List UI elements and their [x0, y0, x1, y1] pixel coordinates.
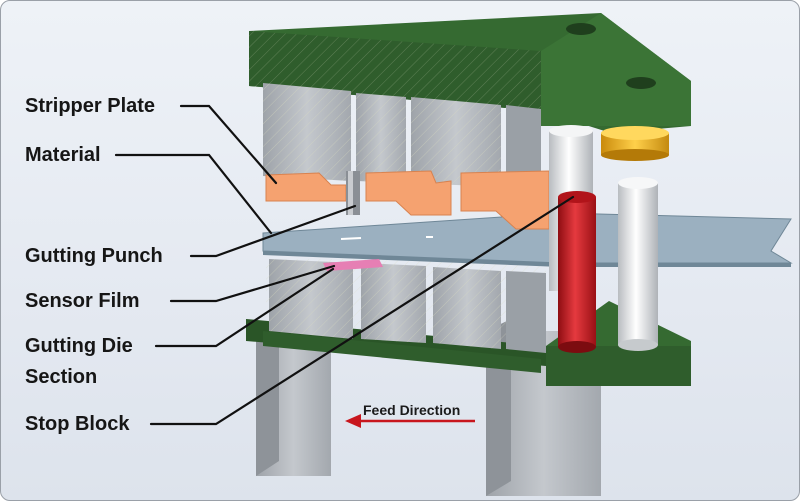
leader-stop-block: [149, 195, 575, 426]
label-sensor-film: Sensor Film: [25, 290, 140, 312]
label-material: Material: [25, 144, 101, 166]
sensor-film: [323, 259, 383, 271]
feed-direction-arrow: [345, 414, 475, 428]
stop-block: [558, 191, 596, 353]
support-leg-left: [256, 316, 331, 476]
label-feed-direction: Feed Direction: [363, 402, 461, 418]
guide-pin-front: [618, 177, 658, 351]
gutting-punch: [346, 171, 360, 215]
label-stop-block: Stop Block: [25, 413, 130, 435]
leader-sensor-film: [169, 264, 336, 303]
leader-material: [114, 153, 273, 235]
leader-gutting-punch: [189, 204, 357, 258]
leader-stripper-plate: [179, 104, 278, 185]
label-gutting-die-section: Section: [25, 366, 98, 388]
leader-gutting-die: [154, 267, 335, 348]
label-gutting-punch: Gutting Punch: [25, 245, 163, 267]
material-strip: [262, 212, 793, 267]
upper-punch-blocks: [263, 83, 541, 191]
stripper-plate: [265, 170, 550, 230]
gold-bushing: [601, 126, 669, 161]
label-gutting-die: Gutting Die: [25, 335, 133, 357]
label-stripper-plate: Stripper Plate: [25, 95, 156, 117]
